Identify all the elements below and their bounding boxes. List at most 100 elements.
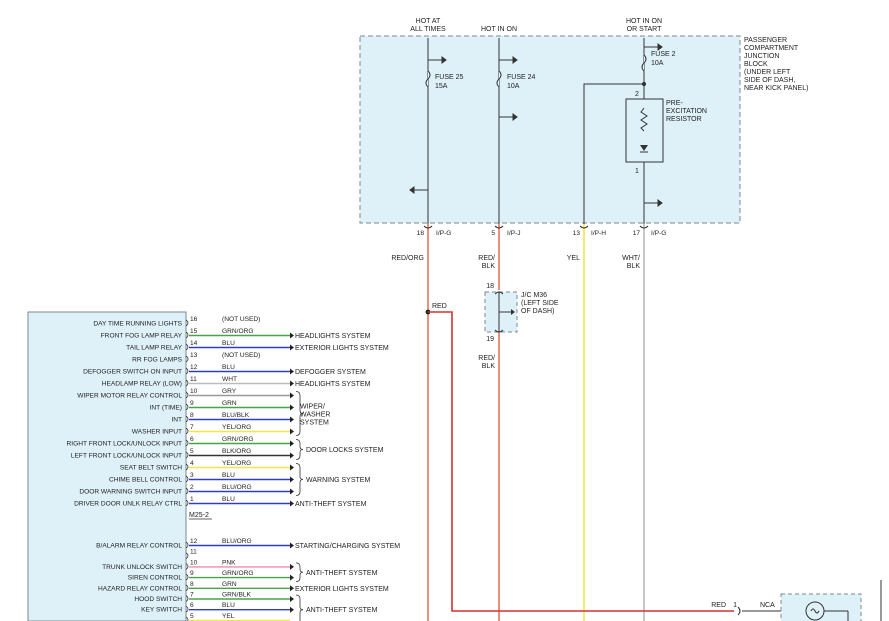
b-pinnum-9: 9	[190, 570, 194, 577]
a-color-8: BLU/BLK	[222, 412, 250, 419]
a-pinnum-11: 11	[190, 376, 197, 383]
a-color-13: (NOT USED)	[222, 352, 260, 359]
b-pinnum-7: 7	[190, 592, 194, 599]
svg-text:NEAR KICK PANEL): NEAR KICK PANEL)	[744, 85, 808, 92]
hot-in-on: HOT IN ON	[481, 26, 517, 33]
a-func-15: FRONT FOG LAMP RELAY	[101, 333, 183, 340]
svg-text:RESISTOR: RESISTOR	[666, 116, 702, 123]
b-func-7: HOOD SWITCH	[134, 596, 182, 603]
svg-text:(LEFT SIDE: (LEFT SIDE	[521, 300, 559, 307]
doorlocks-brace	[295, 439, 304, 460]
to-anti-theft-1-arrow	[290, 500, 294, 507]
to-starting-charging-arrow	[290, 542, 294, 549]
svg-text:10A: 10A	[651, 60, 664, 67]
b-func-6: KEY SWITCH	[141, 607, 182, 614]
out-conn-5: I/P-J	[507, 230, 521, 237]
out-conn-13: I/P-H	[591, 230, 606, 237]
a-color-10: GRY	[222, 388, 237, 395]
a-color-5: BLK/ORG	[222, 448, 251, 455]
to-exterior-lights-2-label: EXTERIOR LIGHTS SYSTEM	[295, 586, 389, 593]
warning-arrow-a4	[290, 464, 294, 471]
fuse-24: FUSE 24 10A	[496, 70, 536, 90]
a-pin-1: DRIVER DOOR UNLK RELAY CTRL 1 BLU	[74, 496, 290, 508]
b-pin-11: 11	[185, 549, 197, 560]
color-wht-blk-2: BLK	[627, 263, 641, 270]
svg-text:SIDE OF DASH,: SIDE OF DASH,	[744, 77, 795, 84]
a-pinnum-5: 5	[190, 448, 194, 455]
jc-m36: 18 19 J/C M36 (LEFT SIDE OF DASH)	[484, 283, 559, 343]
out-conn-18: I/P-G	[436, 230, 451, 237]
junction-block-box	[359, 35, 741, 224]
out-conn-17: I/P-G	[651, 230, 666, 237]
svg-text:PRE-: PRE-	[666, 100, 683, 107]
antitheft2-arrow-b10	[290, 563, 294, 570]
a-pinnum-15: 15	[190, 328, 198, 335]
wiper-brace	[295, 391, 304, 436]
b-pinnum-8: 8	[190, 581, 194, 588]
svg-text:15A: 15A	[435, 83, 448, 90]
wiper-arrow-a8	[290, 416, 294, 423]
antitheft3-label: ANTI-THEFT SYSTEM	[306, 607, 378, 614]
hot-in-on-or-start-1: HOT IN ON	[626, 18, 662, 25]
a-color-1: BLU	[222, 496, 235, 503]
b-color-10: PNK	[222, 559, 236, 566]
to-starting-charging-label: STARTING/CHARGING SYSTEM	[295, 543, 400, 550]
doorlocks-arrow-a5	[290, 452, 294, 459]
a-conn-mark-10	[185, 391, 189, 399]
color-red-blk-4: BLK	[482, 363, 496, 370]
warning-brace	[295, 463, 304, 496]
a-color-11: WHT	[222, 376, 237, 383]
a-pinnum-1: 1	[190, 496, 194, 503]
a-pinnum-14: 14	[190, 340, 198, 347]
a-conn-mark-6	[185, 439, 189, 447]
a-conn-mark-9	[185, 403, 189, 411]
a-pinnum-16: 16	[190, 316, 198, 323]
a-func-6: RIGHT FRONT LOCK/UNLOCK INPUT	[66, 441, 182, 448]
svg-text:1: 1	[635, 168, 639, 175]
a-func-5: LEFT FRONT LOCK/UNLOCK INPUT	[71, 453, 182, 460]
nca-box	[780, 593, 862, 621]
module-box	[27, 311, 187, 621]
out-pin-18: 18	[417, 230, 425, 237]
b-conn-mark-10	[185, 563, 189, 570]
splice-label: RED	[432, 303, 447, 310]
color-red-blk-3: RED/	[478, 355, 495, 362]
to-headlights-2-arrow	[290, 380, 294, 387]
junction-block-label: PASSENGER COMPARTMENT JUNCTION BLOCK (UN…	[744, 37, 808, 92]
a-func-1: DRIVER DOOR UNLK RELAY CTRL	[74, 501, 182, 508]
color-yel: YEL	[567, 255, 580, 262]
bottom-red-label: RED	[711, 602, 726, 609]
a-color-2: BLU/ORG	[222, 484, 252, 491]
wiper-arrow-a7	[290, 428, 294, 435]
a-conn-mark-12	[185, 367, 189, 375]
b-func-10: TRUNK UNLOCK SWITCH	[102, 564, 182, 571]
doorlocks-label: DOOR LOCKS SYSTEM	[306, 447, 384, 454]
a-func-14: TAIL LAMP RELAY	[126, 345, 182, 352]
b-conn-mark-12	[185, 541, 189, 549]
color-wht-blk-1: WHT/	[622, 255, 640, 262]
a-color-7: YEL/ORG	[222, 424, 251, 431]
wiper-label-3: SYSTEM	[300, 420, 329, 427]
a-conn-mark-11	[185, 379, 189, 387]
b-pinnum-10: 10	[190, 559, 198, 566]
a-color-12: BLU	[222, 364, 235, 371]
wiper-arrow-a10	[290, 392, 294, 399]
color-red-blk-1: RED/	[478, 255, 495, 262]
a-func-9: INT (TIME)	[150, 405, 182, 412]
svg-text:JUNCTION: JUNCTION	[744, 53, 779, 60]
out-pin-13: 13	[573, 230, 581, 237]
b-func-8: HAZARD RELAY CONTROL	[98, 585, 182, 592]
